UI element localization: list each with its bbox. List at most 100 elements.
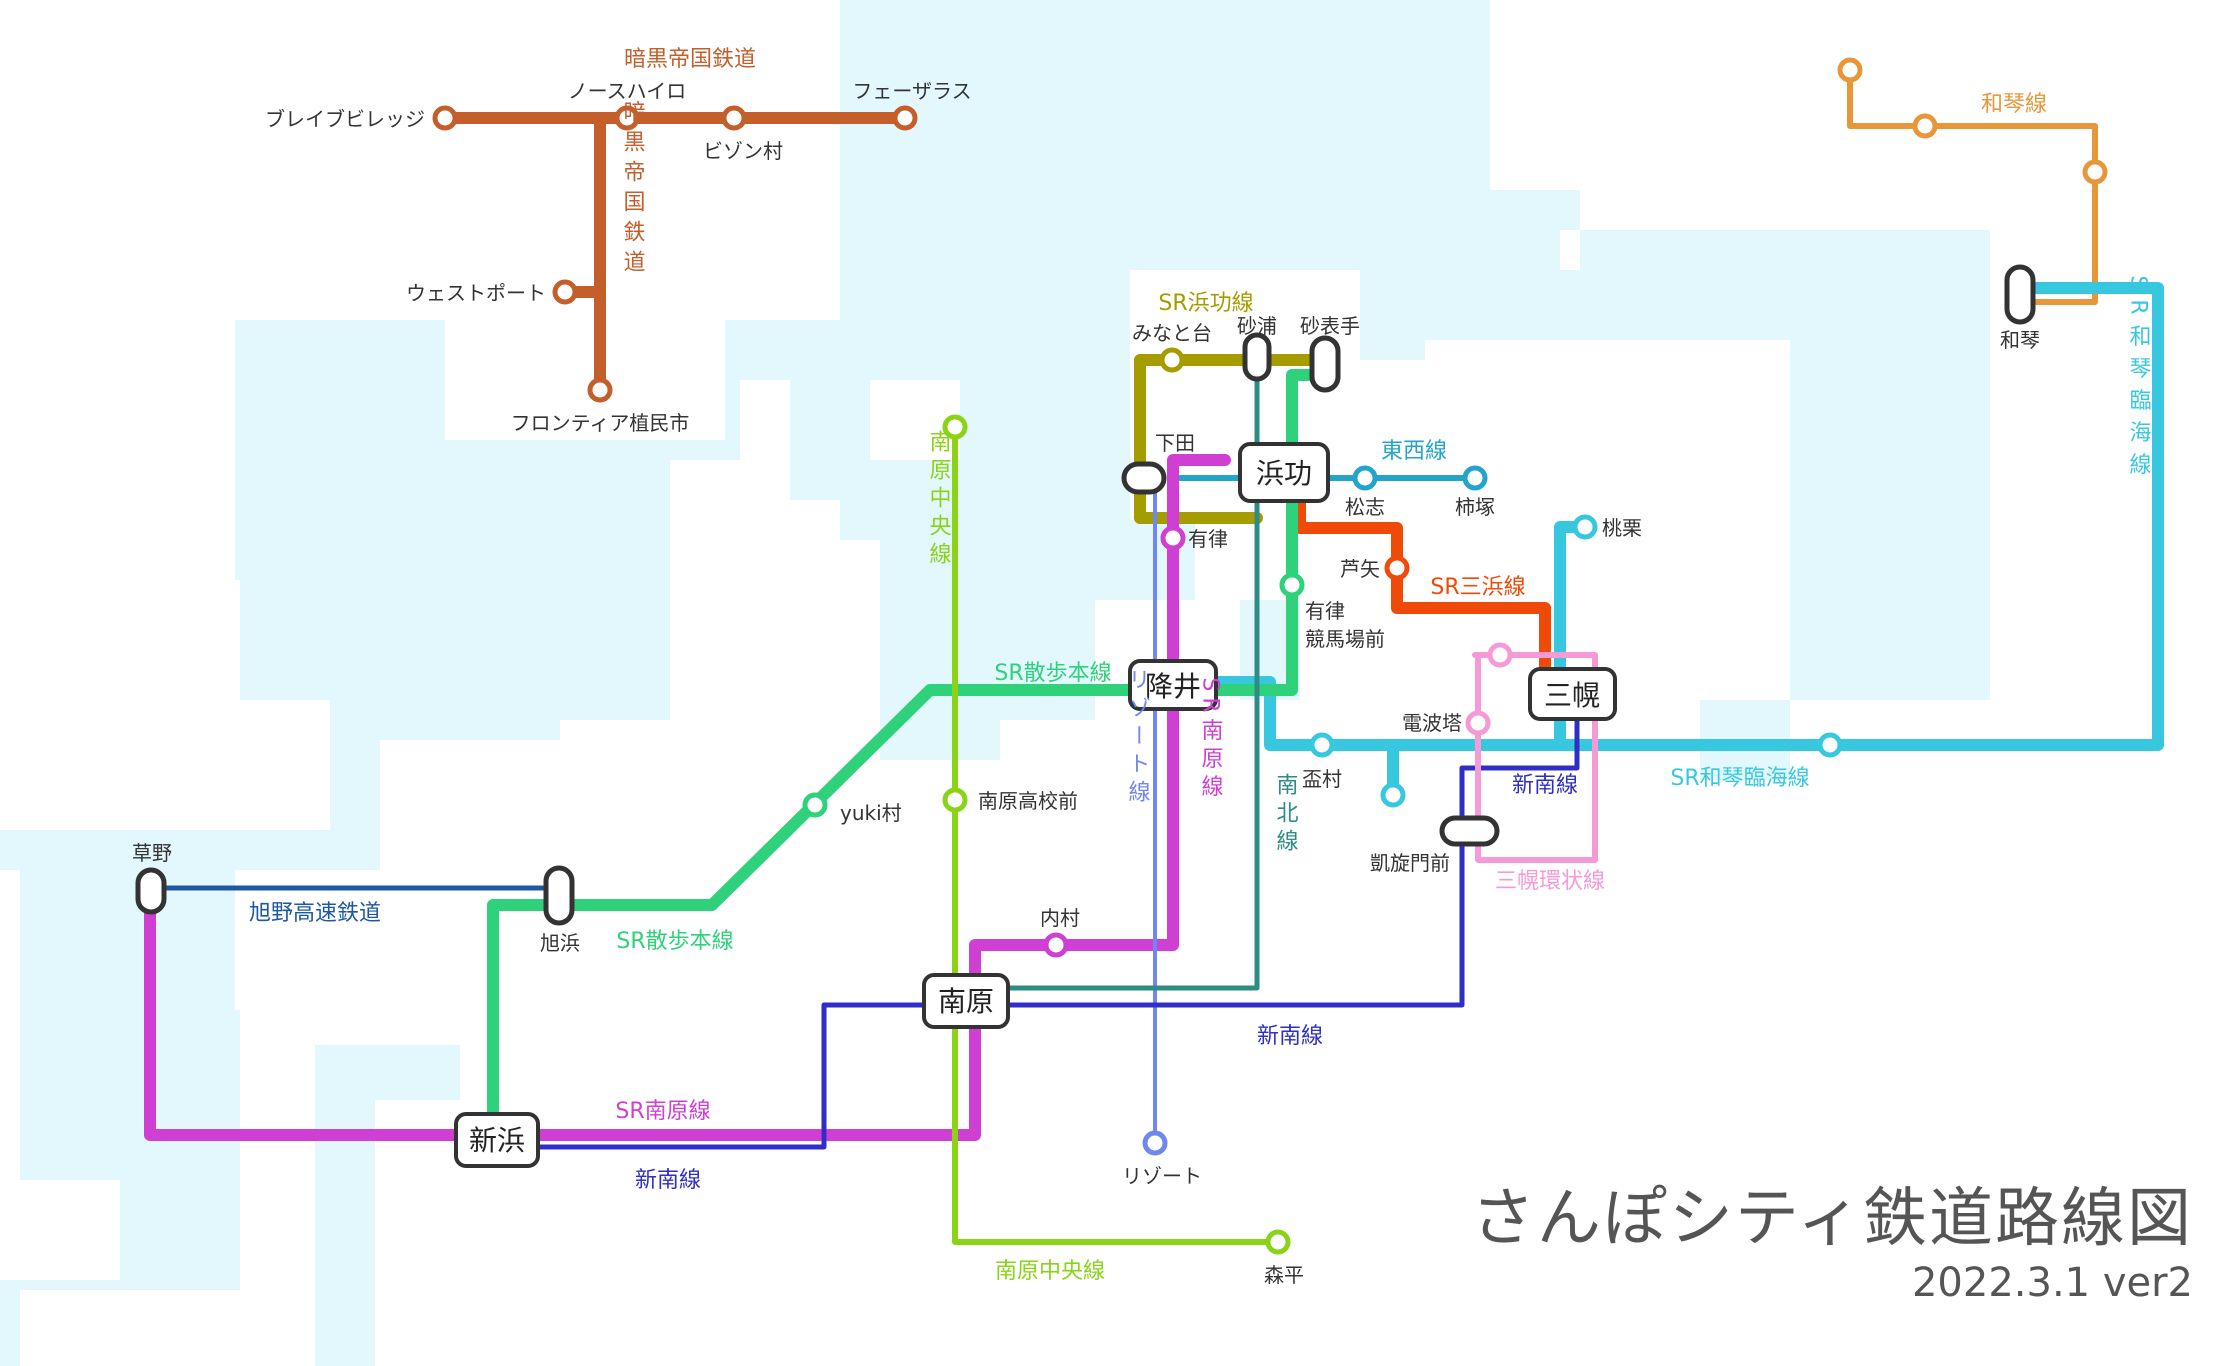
minamihara-chuo-line bbox=[952, 424, 1281, 1245]
station-rinkai-south[interactable] bbox=[1380, 782, 1406, 808]
map-version: 2022.3.1 ver2 bbox=[1911, 1260, 2193, 1306]
map-title: さんぽシティ鉄道路線図 bbox=[1470, 1181, 2193, 1256]
station-denpato[interactable] bbox=[1465, 710, 1491, 736]
label-station-shimoda: 下田 bbox=[1155, 431, 1195, 455]
station-ariritsu-keiba[interactable] bbox=[1279, 572, 1305, 598]
label-dark-empire-vertical: 暗黒帝国鉄道 bbox=[620, 100, 646, 280]
label-station-asahama: 旭浜 bbox=[540, 931, 580, 955]
label-wakoto: 和琴線 bbox=[1981, 92, 2047, 117]
station-sanpo-hokkai[interactable]: 三幌 bbox=[1528, 667, 1617, 721]
station-gaisenmon[interactable] bbox=[1439, 815, 1500, 847]
station-ariritsu[interactable] bbox=[1160, 525, 1186, 551]
label-station-minatodai: みなと台 bbox=[1132, 321, 1212, 345]
sanpo-line bbox=[487, 369, 1331, 1141]
station-kanjo-top[interactable] bbox=[1487, 642, 1513, 668]
station-sakazukimura[interactable] bbox=[1309, 732, 1335, 758]
svg-text:南原: 南原 bbox=[938, 985, 994, 1018]
label-station-tokuri: 桃栗 bbox=[1602, 516, 1642, 540]
station-matsushi[interactable] bbox=[1352, 465, 1378, 491]
station-minamihara-chuo-north[interactable] bbox=[942, 414, 968, 440]
label-station-ariritsu: 有律 bbox=[1188, 527, 1228, 551]
label-dark-empire: 暗黒帝国鉄道 bbox=[624, 47, 756, 72]
station-uchimura[interactable] bbox=[1043, 932, 1069, 958]
wakoto-line bbox=[1847, 67, 2098, 305]
station-ashiya[interactable] bbox=[1384, 555, 1410, 581]
station-blave[interactable] bbox=[432, 105, 458, 131]
station-minatodai[interactable] bbox=[1159, 347, 1185, 373]
label-station-gaisenmon: 凱旋門前 bbox=[1370, 851, 1450, 875]
label-minamihara-vertical: SR南原線 bbox=[1198, 677, 1224, 802]
label-station-kusano: 草野 bbox=[132, 841, 172, 865]
label-wakoto-rinkai-vertical: SR和琴臨海線 bbox=[2126, 275, 2152, 484]
label-station-yuki: yuki村 bbox=[840, 801, 902, 825]
label-station-ashiya: 芦矢 bbox=[1340, 557, 1380, 581]
label-shinnan-2: 新南線 bbox=[1257, 1024, 1323, 1049]
label-station-kakizuka: 柿塚 bbox=[1455, 495, 1495, 519]
station-kakizuka[interactable] bbox=[1462, 465, 1488, 491]
label-station-denpato: 電波塔 bbox=[1402, 711, 1462, 735]
label-kanjo: 三幌環状線 bbox=[1495, 869, 1605, 894]
station-kusano[interactable] bbox=[135, 867, 167, 915]
label-station-minamihara-koko: 南原高校前 bbox=[978, 789, 1078, 813]
label-station-north-hairo: ノースハイロ bbox=[568, 79, 687, 103]
svg-text:三幌: 三幌 bbox=[1544, 679, 1600, 712]
station-wakoto-mid[interactable] bbox=[1912, 113, 1938, 139]
station-morihira[interactable] bbox=[1265, 1229, 1291, 1255]
label-station-morihira: 森平 bbox=[1264, 1263, 1304, 1287]
station-sunaura[interactable] bbox=[1242, 332, 1272, 382]
title-block: さんぽシティ鉄道路線図 2022.3.1 ver2 bbox=[1470, 1181, 2193, 1306]
label-shinnan-3: 新南線 bbox=[635, 1168, 701, 1193]
label-station-westport: ウェストポート bbox=[406, 281, 546, 305]
label-wakoto-rinkai: SR和琴臨海線 bbox=[1670, 766, 1809, 791]
station-yuki[interactable] bbox=[802, 792, 828, 818]
label-station-matsushi: 松志 bbox=[1345, 495, 1385, 519]
label-station-bizon: ビゾン村 bbox=[703, 139, 783, 163]
shinnan-line bbox=[527, 697, 1580, 1150]
svg-text:降井: 降井 bbox=[1145, 670, 1201, 703]
station-wakoto-right[interactable] bbox=[2082, 159, 2108, 185]
svg-text:浜功: 浜功 bbox=[1256, 457, 1312, 490]
station-resort[interactable] bbox=[1142, 1130, 1168, 1156]
label-station-wakoto: 和琴 bbox=[2000, 328, 2040, 352]
label-station-phasers: フェーザラス bbox=[852, 79, 971, 103]
label-station-uchimura: 内村 bbox=[1040, 906, 1080, 930]
station-furui[interactable]: 降井 bbox=[1128, 659, 1218, 711]
label-asahino: 旭野高速鉄道 bbox=[249, 901, 381, 926]
kanjo-line bbox=[1472, 652, 1598, 863]
station-hamako[interactable]: 浜功 bbox=[1238, 442, 1330, 503]
label-station-sunaura: 砂浦 bbox=[1237, 314, 1277, 338]
label-nanboku: 南北線 bbox=[1273, 773, 1299, 857]
label-shinnan: 新南線 bbox=[1512, 773, 1578, 798]
label-station-sakazukimura: 盃村 bbox=[1302, 767, 1342, 791]
station-asahama[interactable] bbox=[543, 865, 575, 926]
label-minamihara-chuo: 南原中央線 bbox=[995, 1259, 1105, 1284]
station-north-hairo[interactable] bbox=[614, 105, 640, 131]
nanboku-line bbox=[982, 357, 1260, 991]
station-shimoda[interactable] bbox=[1121, 461, 1167, 495]
label-sanpo: SR散歩本線 bbox=[994, 661, 1111, 686]
station-wakoto-top[interactable] bbox=[1837, 57, 1863, 83]
station-phasers[interactable] bbox=[892, 105, 918, 131]
label-minamihara-chuo-vertical: 南原中央線 bbox=[926, 430, 952, 570]
label-station-resort: リゾート bbox=[1122, 1164, 1202, 1188]
label-hamako: SR浜功線 bbox=[1158, 291, 1253, 316]
station-tokuri[interactable] bbox=[1572, 514, 1598, 540]
label-station-ariritsu-keiba-1: 有律 bbox=[1305, 599, 1345, 623]
station-minamihara-koko[interactable] bbox=[942, 787, 968, 813]
station-westport[interactable] bbox=[552, 279, 578, 305]
station-minamihara[interactable]: 南原 bbox=[922, 973, 1010, 1029]
station-bizon[interactable] bbox=[721, 105, 747, 131]
label-tozai: 東西線 bbox=[1381, 439, 1447, 464]
station-rinkai-east[interactable] bbox=[1817, 732, 1843, 758]
station-shinhama[interactable]: 新浜 bbox=[454, 1112, 540, 1168]
label-minamihara: SR南原線 bbox=[615, 1099, 710, 1124]
station-sunaomote[interactable] bbox=[1309, 335, 1341, 393]
station-frontier[interactable] bbox=[587, 377, 613, 403]
label-station-ariritsu-keiba-2: 競馬場前 bbox=[1305, 627, 1385, 651]
label-station-frontier: フロンティア植民市 bbox=[511, 411, 690, 435]
label-sanhama: SR三浜線 bbox=[1430, 575, 1525, 600]
svg-text:新浜: 新浜 bbox=[469, 1124, 525, 1157]
station-wakoto-interchange[interactable] bbox=[2004, 264, 2036, 325]
label-station-blave: ブレイブビレッジ bbox=[265, 107, 425, 131]
